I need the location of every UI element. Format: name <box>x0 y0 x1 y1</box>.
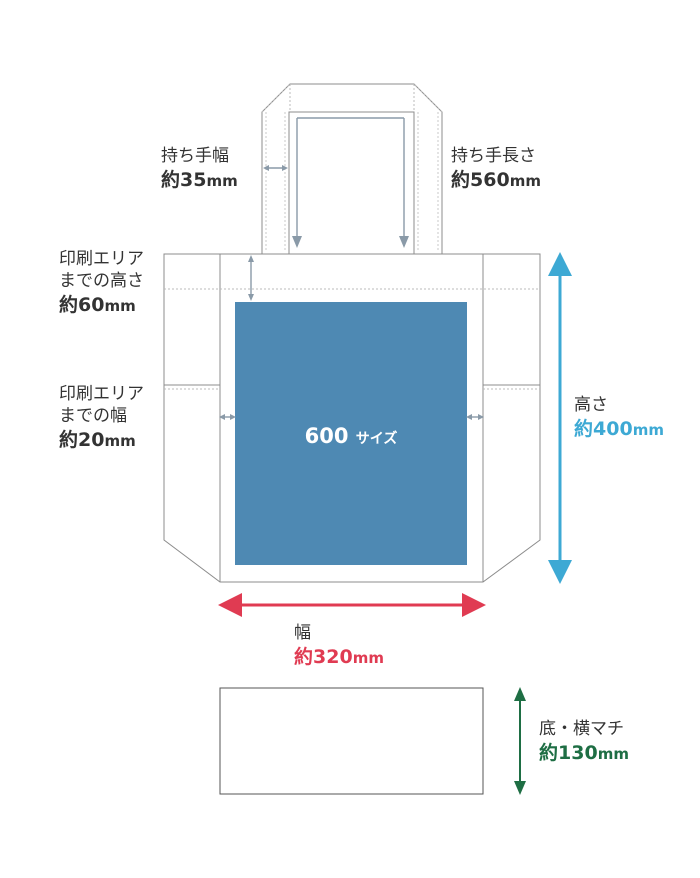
height-value: 400 <box>593 418 633 440</box>
print-side-unit: mm <box>104 432 136 450</box>
print-top-line2: までの高さ <box>59 271 144 291</box>
gusset-arrow <box>514 687 526 795</box>
print-top-value: 60 <box>78 294 105 316</box>
handle-inner <box>288 111 415 254</box>
gusset-label: 底・横マチ 約130mm <box>539 718 629 767</box>
width-arrow <box>218 593 486 617</box>
print-side-prefix: 約 <box>59 429 79 451</box>
width-value: 320 <box>313 646 353 668</box>
height-title: 高さ <box>574 395 608 415</box>
handle-width-unit: mm <box>206 172 238 190</box>
handle-length-title: 持ち手長さ <box>451 146 536 166</box>
handle-stitch-top <box>261 83 291 113</box>
print-area <box>235 302 467 565</box>
height-unit: mm <box>632 421 664 439</box>
width-title: 幅 <box>294 623 311 643</box>
handle-width-value: 35 <box>180 169 207 191</box>
handle-outer <box>261 83 443 254</box>
height-label: 高さ 約400mm <box>574 394 664 443</box>
print-area-suffix: サイズ <box>355 431 398 447</box>
gusset-bottom <box>219 687 484 795</box>
print-top-label: 印刷エリア までの高さ 約60mm <box>59 248 144 319</box>
handle-width-title: 持ち手幅 <box>161 146 229 166</box>
print-area-label: 600 サイズ <box>235 424 467 448</box>
bag-outline <box>163 83 541 795</box>
handle-length-prefix: 約 <box>451 169 471 191</box>
width-label: 幅 約320mm <box>294 622 384 671</box>
height-arrow <box>548 252 572 584</box>
gusset-title: 底・横マチ <box>539 719 624 739</box>
print-side-line1: 印刷エリア <box>59 384 144 404</box>
handle-width-label: 持ち手幅 約35mm <box>161 145 238 194</box>
width-unit: mm <box>352 649 384 667</box>
handle-length-label: 持ち手長さ 約560mm <box>451 145 541 194</box>
handle-width-prefix: 約 <box>161 169 181 191</box>
print-side-value: 20 <box>78 429 105 451</box>
print-top-prefix: 約 <box>59 294 79 316</box>
gusset-unit: mm <box>597 745 629 763</box>
print-top-line1: 印刷エリア <box>59 249 144 269</box>
gusset-value: 130 <box>558 742 598 764</box>
print-side-line2: までの幅 <box>59 406 127 426</box>
gusset-prefix: 約 <box>539 742 559 764</box>
print-top-unit: mm <box>104 297 136 315</box>
width-prefix: 約 <box>294 646 314 668</box>
handle-length-value: 560 <box>470 169 510 191</box>
dimension-arrows <box>219 117 484 420</box>
print-side-label: 印刷エリア までの幅 約20mm <box>59 383 144 454</box>
handle-length-unit: mm <box>509 172 541 190</box>
print-area-size: 600 <box>304 424 349 448</box>
height-prefix: 約 <box>574 418 594 440</box>
